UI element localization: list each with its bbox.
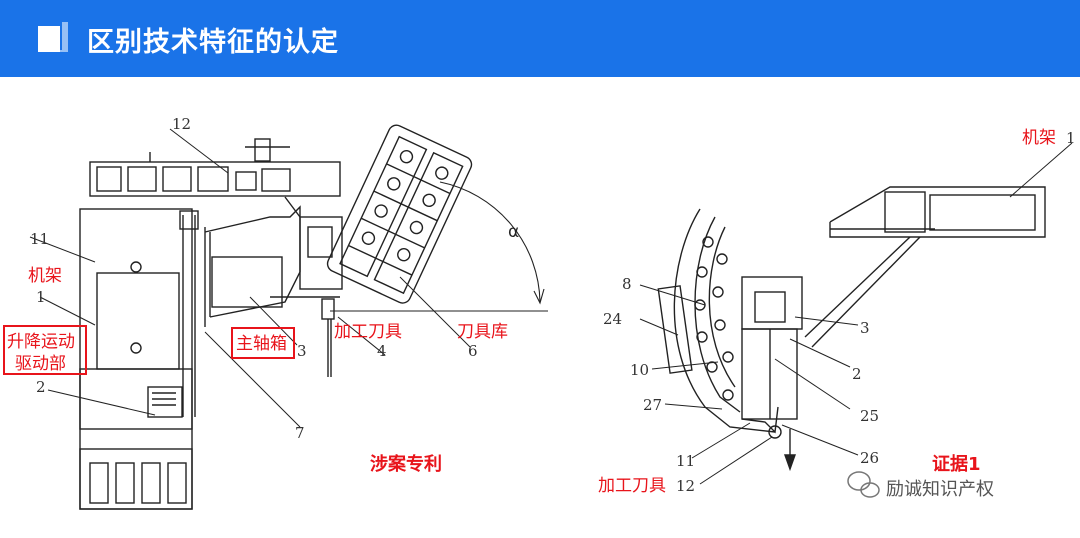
right-num-26: 26	[860, 449, 879, 467]
left-num-7: 7	[295, 424, 305, 442]
right-num-3: 3	[860, 319, 870, 337]
left-num-1: 1	[36, 288, 46, 306]
alpha-angle-label: α	[508, 222, 519, 242]
right-label-frame: 机架	[1022, 128, 1056, 148]
right-label-tool: 加工刀具	[598, 476, 666, 496]
left-num-4: 4	[377, 342, 387, 360]
right-num-27: 27	[643, 396, 662, 414]
lift-drive-highlight-box	[3, 325, 87, 375]
left-num-12: 12	[172, 115, 191, 133]
right-num-24: 24	[603, 310, 622, 328]
left-num-11: 11	[30, 230, 49, 248]
header-bar: 区别技术特征的认定	[0, 0, 1080, 77]
left-label-tool: 加工刀具	[334, 322, 402, 342]
right-num-25: 25	[860, 407, 879, 425]
left-label-frame: 机架	[28, 266, 62, 286]
spindle-box-highlight-box	[231, 327, 295, 359]
left-num-2: 2	[36, 378, 46, 396]
left-num-6: 6	[468, 342, 478, 360]
left-label-spindle-box: 主轴箱	[236, 334, 287, 354]
right-leader-lines	[639, 142, 1073, 485]
left-leader-lines	[29, 128, 471, 428]
left-label-lift-drive-2: 驱动部	[15, 354, 66, 374]
left-machine-drawing	[79, 124, 548, 510]
right-num-11: 11	[676, 452, 695, 470]
right-num-8: 8	[622, 275, 632, 293]
right-num-10: 10	[630, 361, 649, 379]
right-caption: 证据1	[932, 453, 981, 475]
document-square-icon	[38, 22, 68, 52]
left-caption: 涉案专利	[370, 453, 442, 475]
patent-drawings: 12 11 1 2 3 4 6 7 α 机架 升降运动 驱动部 主轴箱 加工刀具…	[3, 115, 1076, 510]
right-num-2: 2	[852, 365, 862, 383]
page-title: 区别技术特征的认定	[87, 27, 339, 58]
figure-area: 12 11 1 2 3 4 6 7 α 机架 升降运动 驱动部 主轴箱 加工刀具…	[0, 77, 1080, 534]
watermark-text: 励诚知识产权	[886, 479, 994, 500]
left-label-lift-drive-1: 升降运动	[7, 332, 75, 352]
right-machine-drawing	[657, 186, 1046, 472]
right-num-1: 1	[1066, 129, 1076, 147]
left-num-3: 3	[297, 342, 307, 360]
left-label-tool-magazine: 刀具库	[457, 322, 508, 342]
right-num-12: 12	[676, 477, 695, 495]
wechat-icon	[847, 471, 880, 498]
